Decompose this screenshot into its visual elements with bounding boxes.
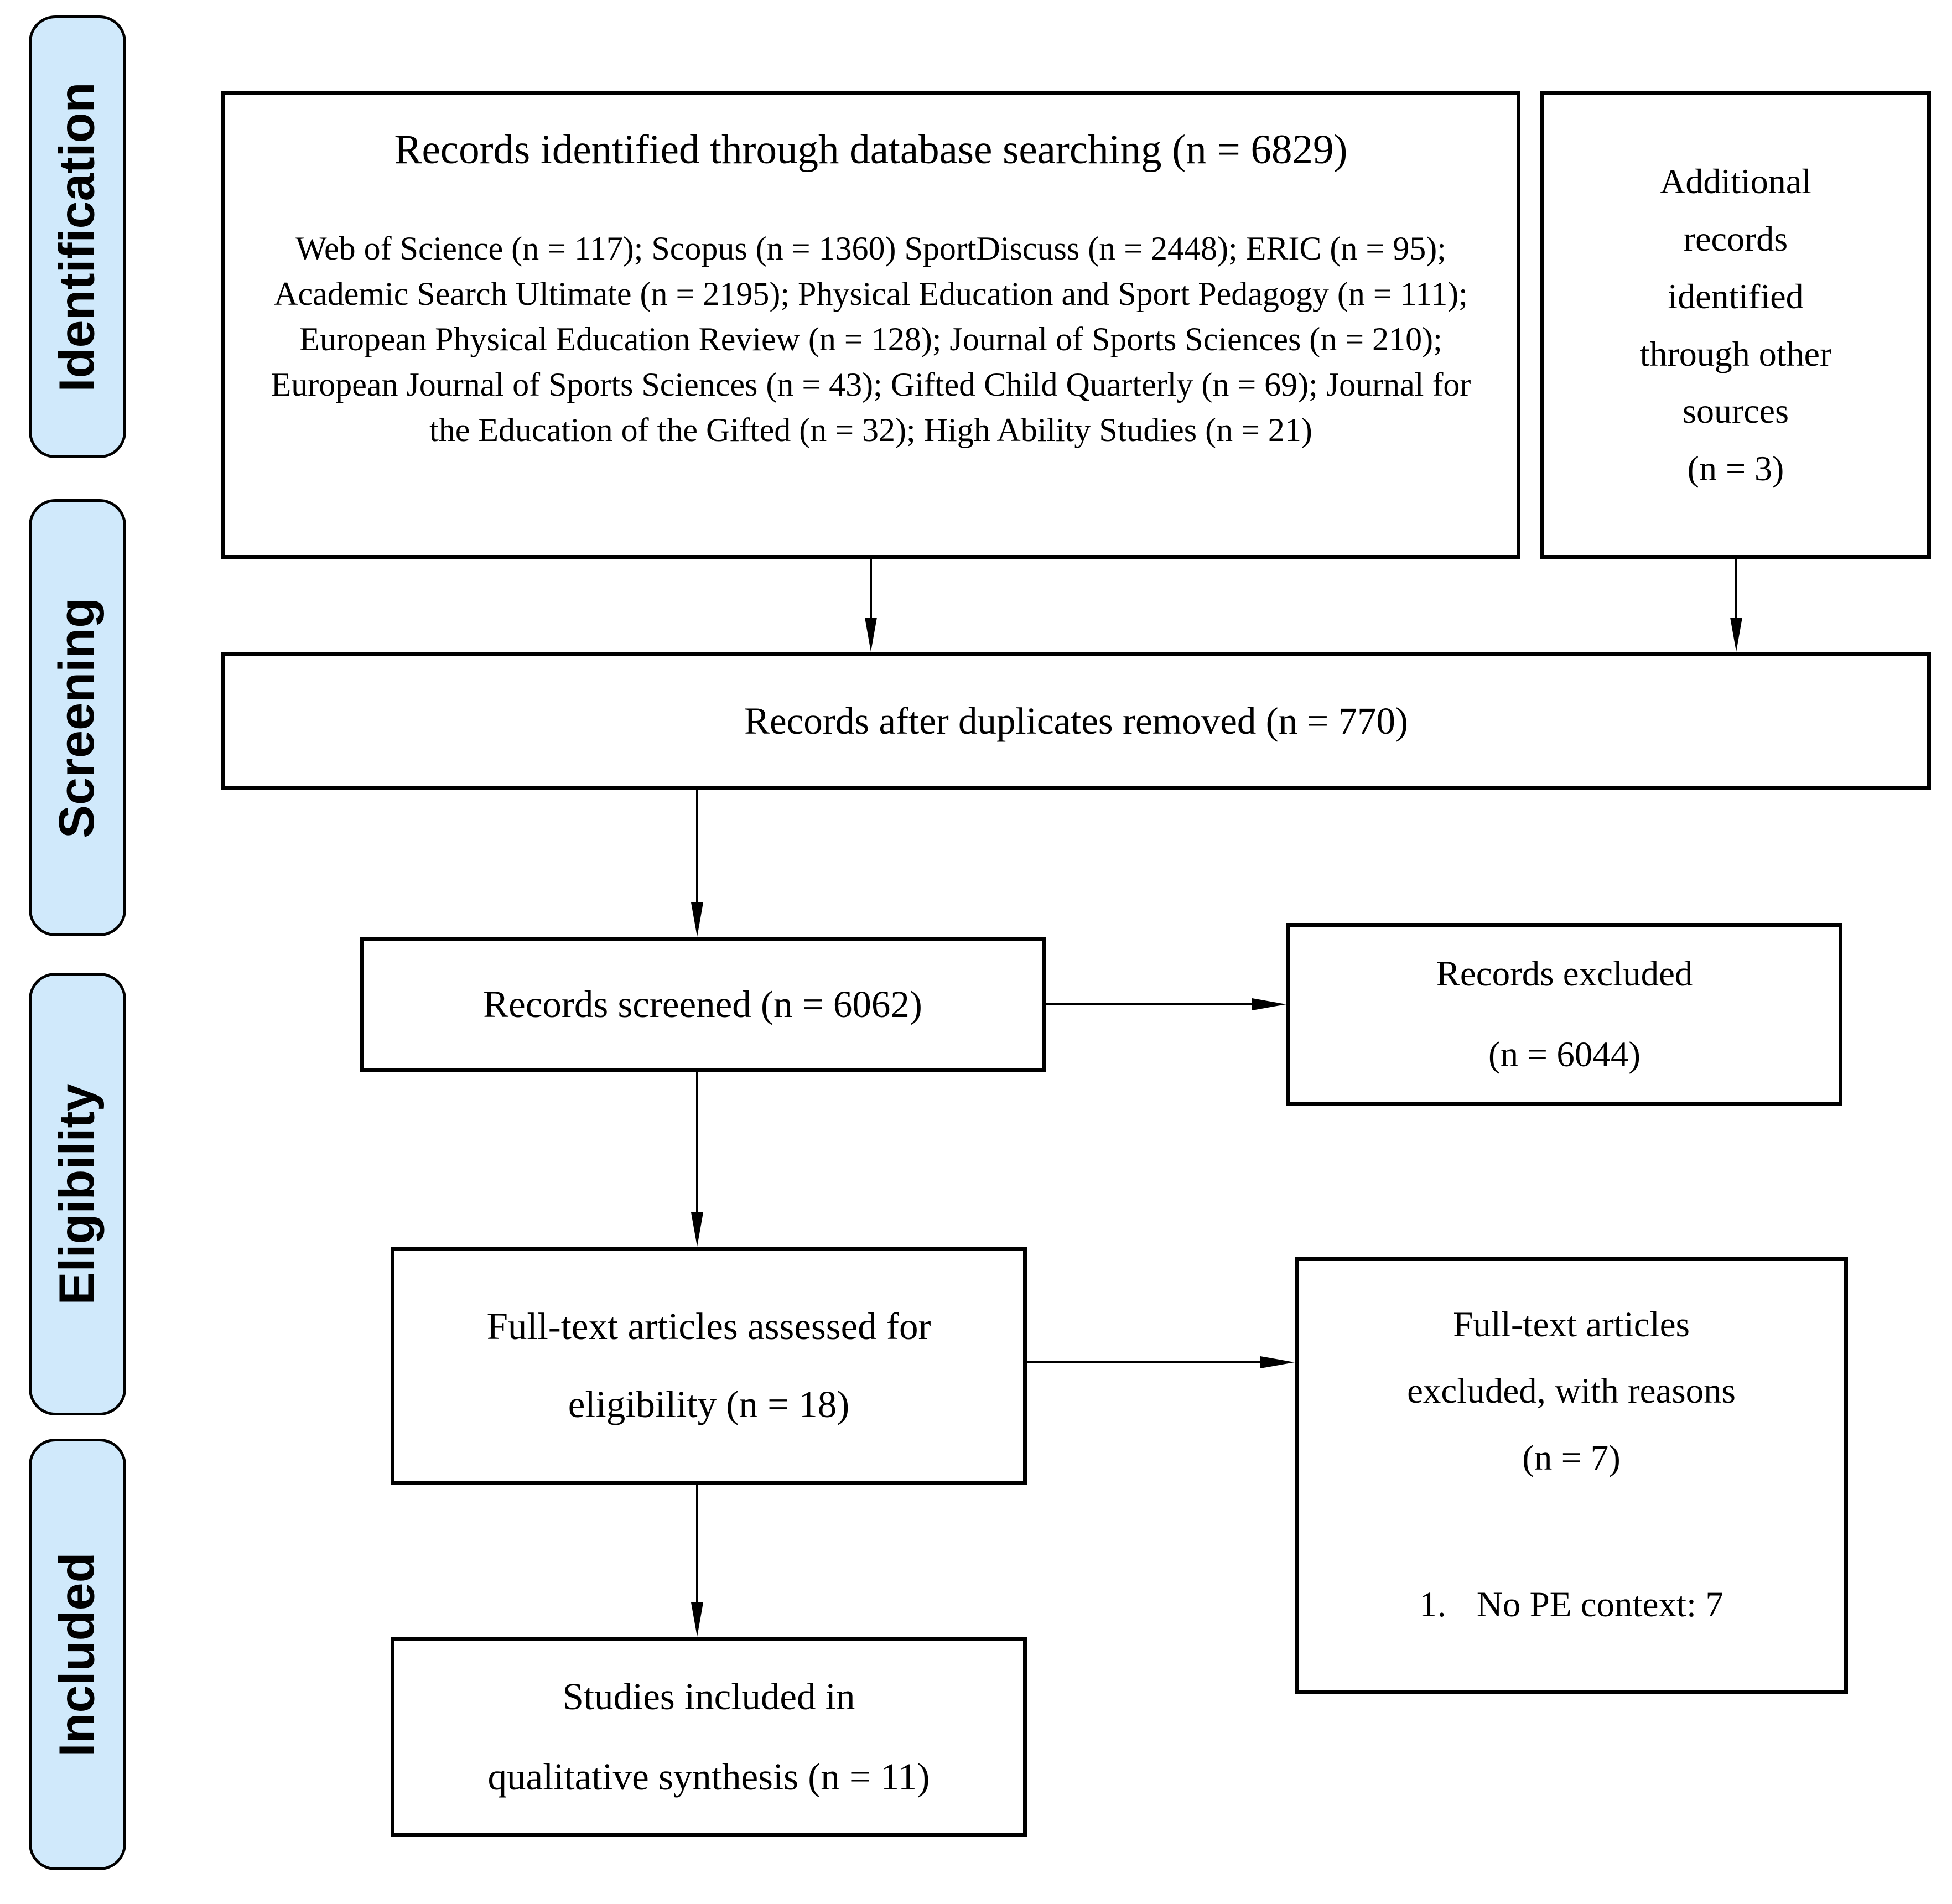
box-line: records [1683,219,1788,259]
arrow-down-icon [691,1212,703,1247]
box-line: eligibility (n = 18) [568,1383,850,1425]
box-line: Records excluded [1436,953,1693,994]
reason-number: 1. [1419,1584,1446,1625]
box-line: (n = 7) [1522,1438,1621,1478]
arrow-right-icon [1260,1356,1295,1368]
connector-line [696,790,698,904]
studies-included-box: Studies included in qualitative synthesi… [391,1637,1027,1837]
box-line: (n = 3) [1687,448,1784,488]
arrow-down-icon [691,902,703,937]
box-line: Studies included in [562,1675,855,1718]
box-line: (n = 6044) [1488,1035,1640,1075]
box-line: Additional [1660,162,1811,201]
box-line: through other [1639,334,1832,373]
arrow-right-icon [1252,998,1286,1010]
box-line: Full-text articles assessed for [486,1305,931,1347]
box-line: qualitative synthesis (n = 11) [487,1756,930,1798]
stage-label-identification: Identification [49,82,105,392]
reason-text: No PE context: 7 [1476,1584,1723,1625]
box-line: Full-text articles [1453,1305,1690,1345]
exclusion-reasons-list: 1. No PE context: 7 [1419,1580,1723,1630]
connector-line [1046,1003,1253,1005]
duplicates-removed-box: Records after duplicates removed (n = 77… [221,652,1931,790]
arrow-down-icon [1730,618,1742,652]
stage-label-eligibility: Eligibility [49,1083,105,1305]
fulltext-assessed-box: Full-text articles assessed for eligibil… [391,1247,1027,1485]
arrow-down-icon [691,1602,703,1637]
records-screened-box: Records screened (n = 6062) [360,937,1046,1072]
sidebar-stage-eligibility: Eligibility [29,973,126,1415]
records-excluded-box: Records excluded (n = 6044) [1286,923,1842,1106]
records-screened-text: Records screened (n = 6062) [483,983,922,1025]
connector-line [1027,1361,1261,1363]
stage-label-screening: Screening [49,597,105,838]
sidebar-stage-identification: Identification [29,15,126,458]
arrow-down-icon [865,618,877,652]
connector-line [696,1485,698,1604]
sidebar-stage-included: Included [29,1439,126,1870]
records-identified-sources: Web of Science (n = 117); Scopus (n = 13… [271,230,1471,449]
connector-line [696,1072,698,1213]
connector-line [1735,559,1737,621]
box-line: sources [1683,391,1789,431]
exclusion-reason-item: 1. No PE context: 7 [1419,1580,1723,1630]
records-identified-box: Records identified through database sear… [221,91,1520,559]
box-line: excluded, with reasons [1407,1371,1736,1412]
records-identified-title: Records identified through database sear… [394,127,1348,173]
box-line: identified [1668,276,1804,316]
stage-label-included: Included [49,1552,105,1757]
additional-records-box: Additional records identified through ot… [1540,91,1931,559]
sidebar-stage-screening: Screening [29,499,126,936]
fulltext-excluded-box: Full-text articles excluded, with reason… [1295,1257,1848,1694]
connector-line [870,559,872,621]
duplicates-removed-text: Records after duplicates removed (n = 77… [744,699,1408,742]
